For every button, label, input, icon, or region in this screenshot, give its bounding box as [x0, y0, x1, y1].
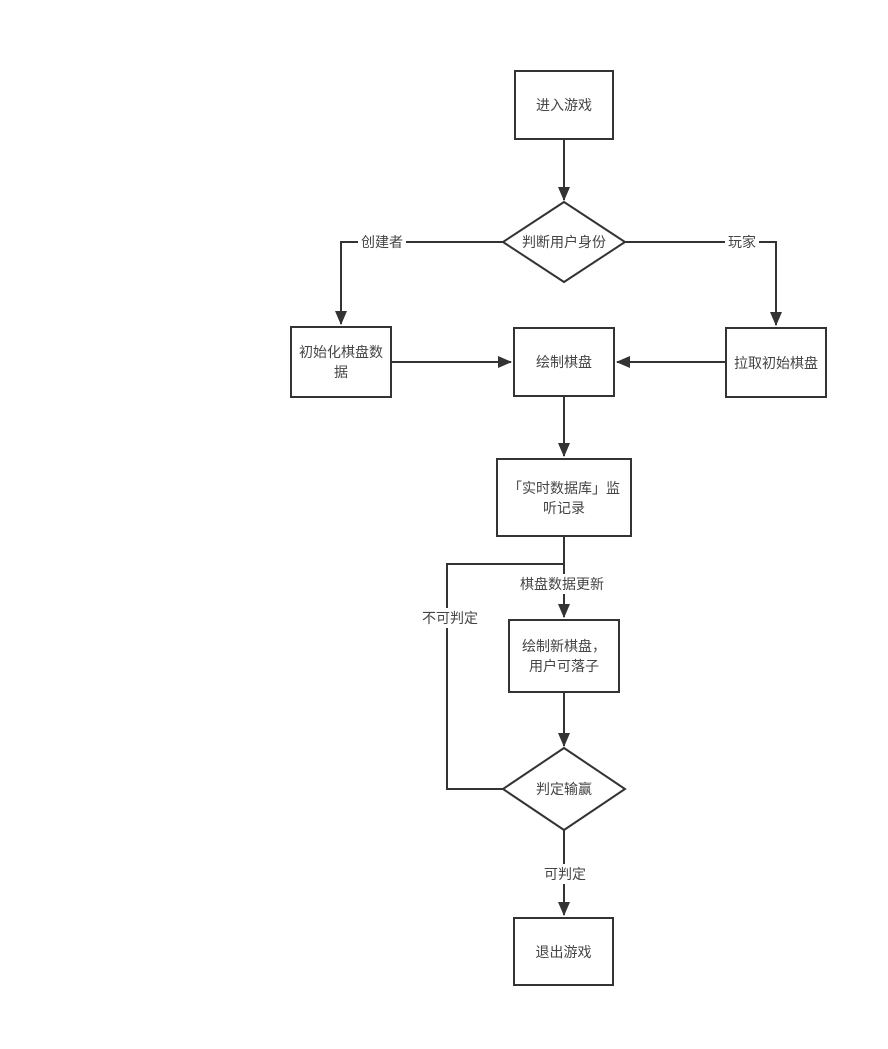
node-pull-initial-board: 拉取初始棋盘: [725, 327, 827, 398]
node-draw-new-board: 绘制新棋盘， 用户可落子: [508, 619, 620, 693]
node-draw-board-label: 绘制棋盘: [536, 354, 592, 370]
node-pull-initial-board-label: 拉取初始棋盘: [734, 354, 818, 371]
edge-label-player: 玩家: [725, 232, 759, 252]
node-draw-board: 绘制棋盘: [513, 327, 615, 397]
node-realtime-db-listen: 「实时数据库」监 听记录: [496, 458, 632, 537]
edge-label-creator: 创建者: [358, 232, 406, 252]
node-enter-game: 进入游戏: [514, 70, 614, 140]
node-realtime-db-listen-label: 「实时数据库」监 听记录: [508, 479, 620, 516]
node-draw-new-board-label: 绘制新棋盘， 用户可落子: [522, 638, 606, 674]
edge-label-not-determinable: 不可判定: [419, 608, 481, 628]
diamond-judge-identity: [501, 200, 627, 284]
edge-judge-loopback: [446, 563, 564, 790]
node-init-board-data-label: 初始化棋盘数 据: [299, 344, 383, 380]
edge-identity-to-pull: [625, 241, 782, 326]
node-exit-game: 退出游戏: [513, 917, 614, 986]
node-exit-game-label: 退出游戏: [535, 943, 592, 960]
node-init-board-data: 初始化棋盘数 据: [290, 326, 392, 398]
edge-label-determinable: 可判定: [541, 864, 589, 884]
edge-identity-to-init: [335, 241, 503, 325]
node-enter-game-label: 进入游戏: [536, 97, 592, 113]
edge-label-board-data-updated: 棋盘数据更新: [517, 574, 607, 594]
diamond-judge-win-lose: [501, 746, 627, 832]
